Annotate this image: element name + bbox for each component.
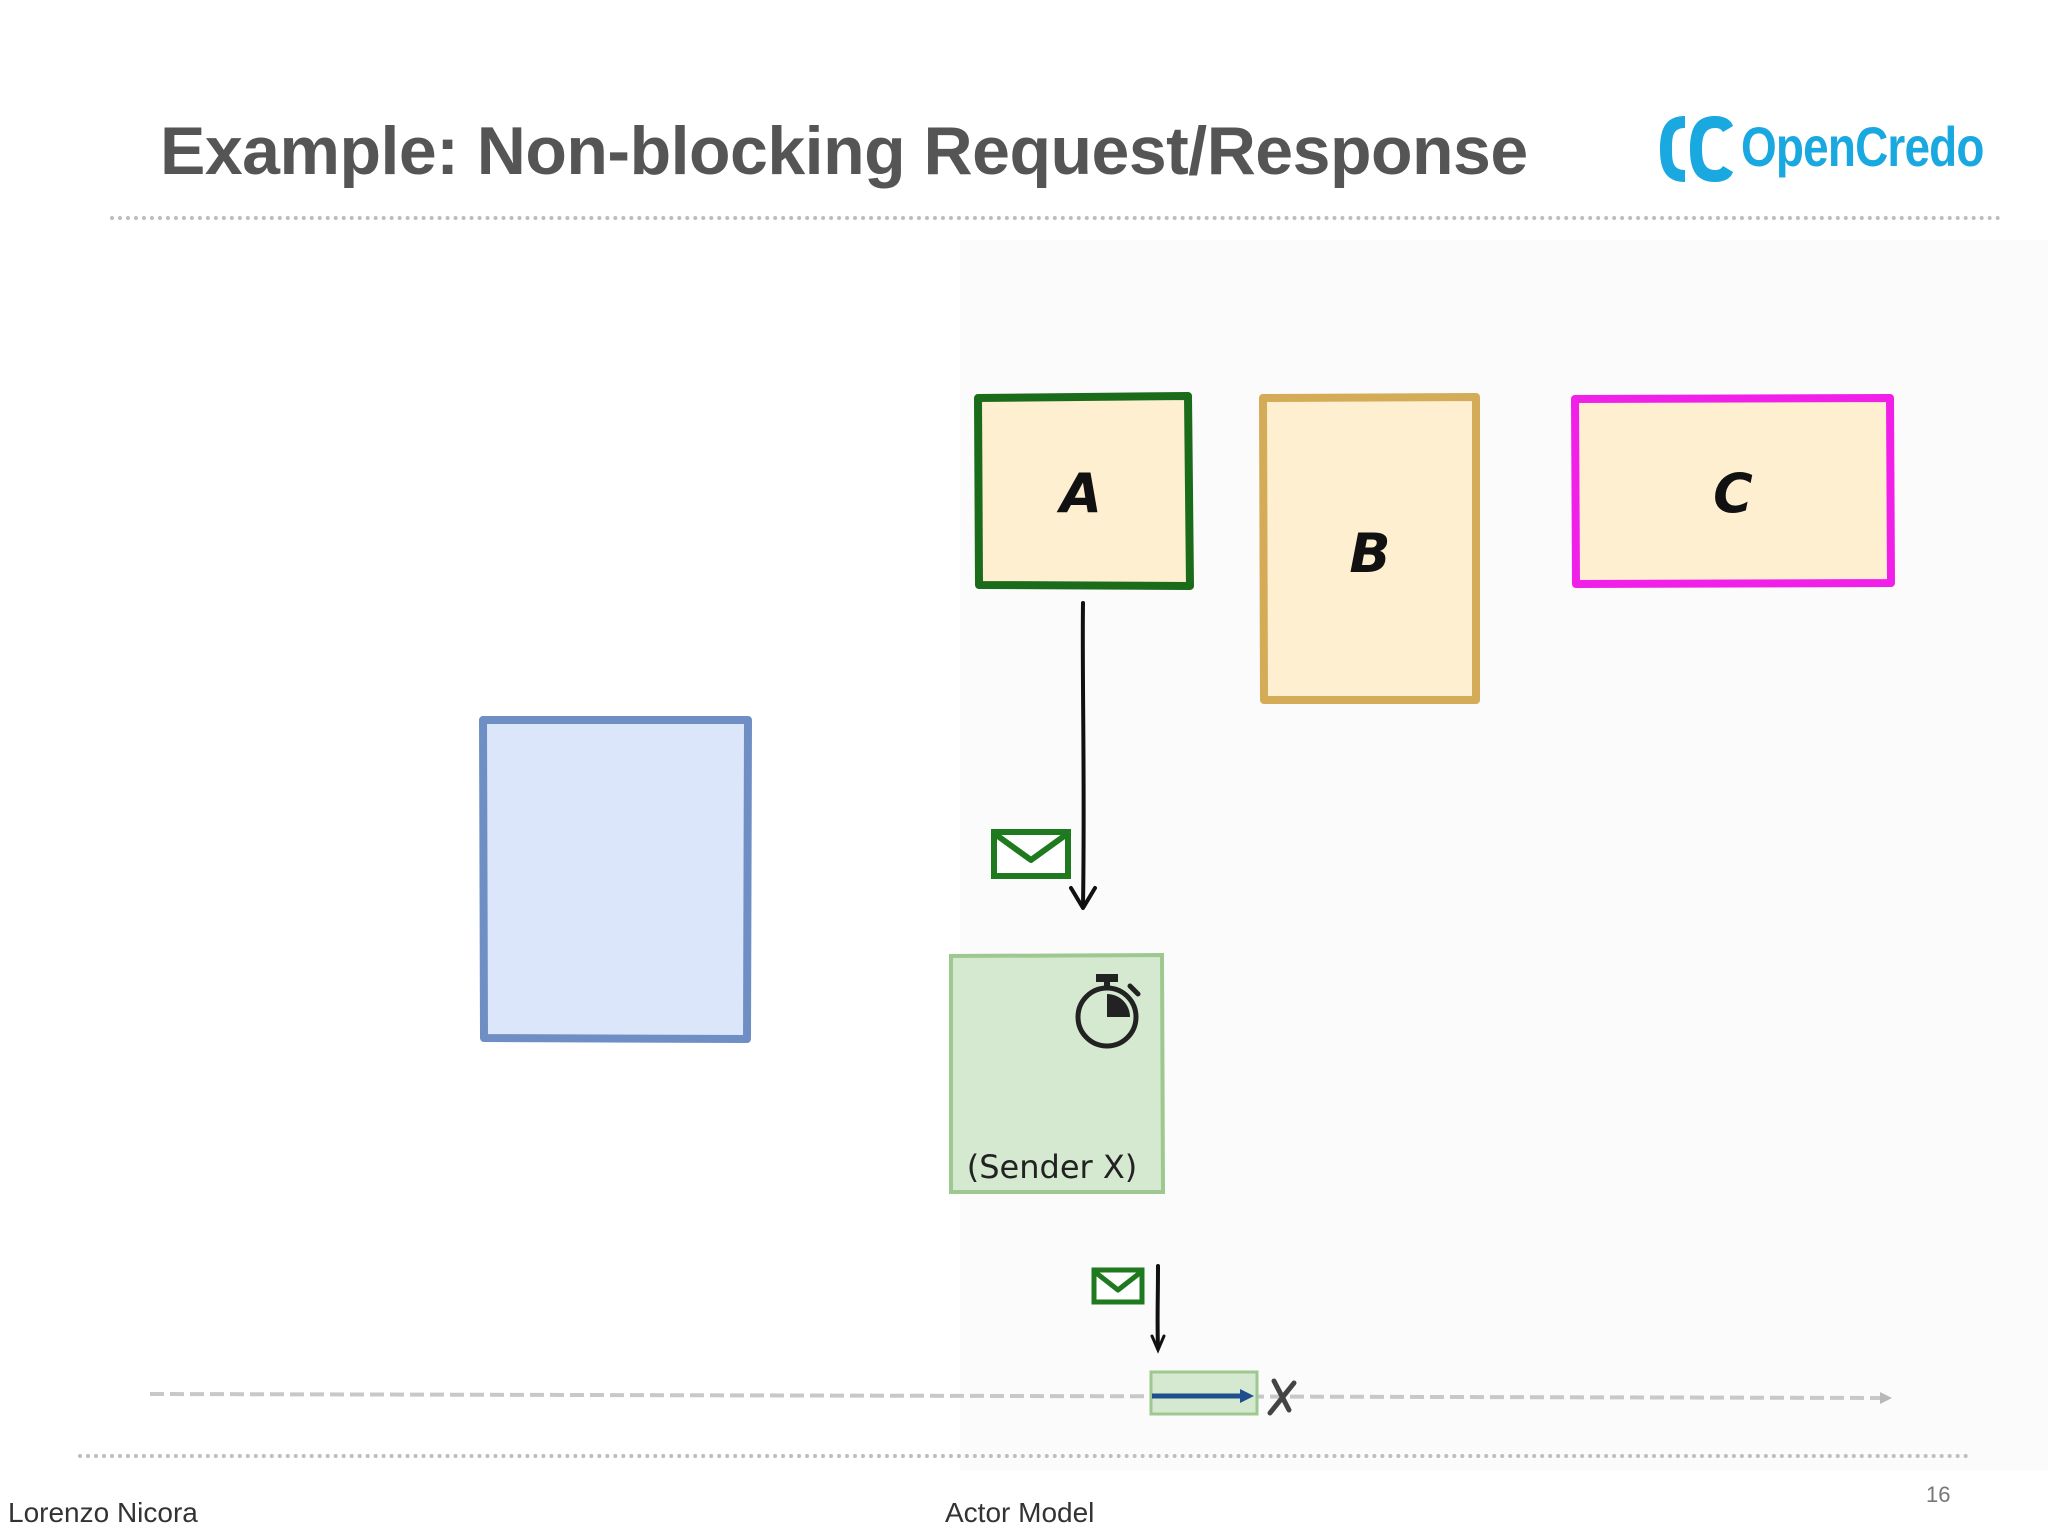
message-arrow-a-to-sender (1069, 601, 1097, 910)
opencredo-logo-mark-icon (1660, 116, 1733, 182)
opencredo-logo-text: OpenCredo (1741, 115, 1984, 178)
actor-c-box (1571, 394, 1895, 588)
page-number: 16 (1926, 1482, 1951, 1507)
actor-a-box (974, 392, 1194, 590)
temp-actor-label: (Sender X) (967, 1148, 1138, 1186)
temp-actor-sender-x: (Sender X) (949, 952, 1166, 1194)
actor-blue (479, 716, 752, 1043)
actor-b-box (1259, 393, 1480, 704)
envelope-icon (1091, 1267, 1145, 1305)
slide-title: Example: Non-blocking Request/Response (160, 113, 1528, 189)
actor-b-label: B (1349, 522, 1390, 585)
actor-blue-box (479, 716, 752, 1043)
title-divider (110, 216, 2002, 220)
actor-c-label: C (1713, 462, 1753, 525)
x-mark-icon (1267, 1378, 1297, 1416)
timeline-active-segment (1149, 1370, 1259, 1416)
stopwatch-icon (1075, 974, 1141, 1049)
opencredo-logo: OpenCredo (1655, 108, 1984, 190)
actor-c: C (1571, 394, 1895, 588)
message-arrow-to-timeline (1150, 1264, 1166, 1354)
actor-a-label: A (1056, 462, 1102, 525)
envelope-icon (991, 829, 1071, 879)
actor-a: A (974, 392, 1194, 590)
timeline (149, 1392, 1892, 1404)
actor-b: B (1259, 393, 1480, 704)
footer-topic: Actor Model (945, 1497, 1095, 1528)
footer-divider (78, 1454, 1970, 1458)
footer-author: Lorenzo Nicora (8, 1497, 198, 1528)
